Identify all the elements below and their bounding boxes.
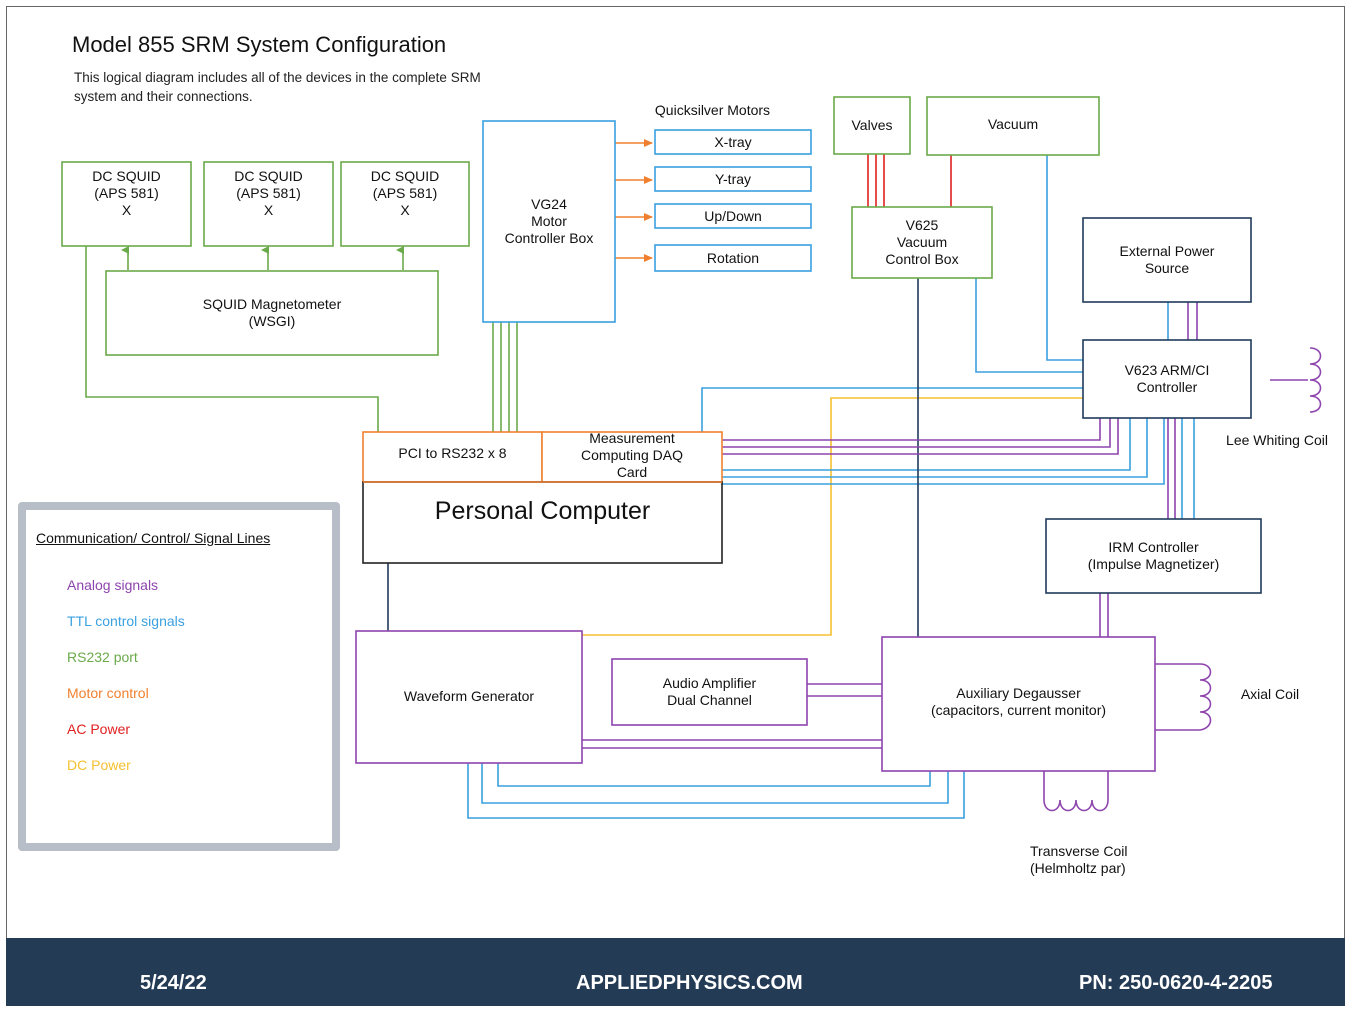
quicksilver-motors-title: Quicksilver Motors (654, 101, 771, 118)
valves-label: Valves (851, 117, 893, 133)
legend-label-5: DC Power (67, 757, 131, 773)
xtray-label: X-tray (714, 133, 752, 150)
v625-box (851, 206, 993, 279)
page-subtitle: This logical diagram includes all of the… (74, 70, 481, 104)
legend-label-3: Motor control (67, 685, 149, 701)
legend-box (18, 502, 340, 851)
footer-date: 5/24/22 (140, 972, 207, 994)
irm-label: IRM Controller (Impulse Magnetizer) (1087, 539, 1220, 572)
legend-label-0: Analog signals (67, 577, 159, 593)
squid-box-3 (340, 161, 470, 247)
pci-box (362, 431, 543, 483)
squid-magnetometer-box (105, 270, 439, 356)
footer-bar: 5/24/22 APPLIEDPHYSICS.COM PN: 250-0620-… (6, 938, 1345, 1006)
squid-box-1 (61, 161, 192, 247)
v623-box (1082, 339, 1252, 419)
squid-box-2 (203, 161, 334, 247)
legend-label-2: RS232 port (67, 649, 138, 665)
rs232-lines (85, 246, 518, 432)
footer-part-number: PN: 250-0620-4-2205 (1079, 972, 1273, 994)
vacuum-label: Vacuum (987, 116, 1039, 132)
v623-label: V623 ARM/CI Controller (1124, 362, 1210, 395)
squid-3-label: DC SQUID (APS 581) X (370, 167, 440, 218)
vg24-box (482, 120, 616, 323)
daq-label: Measurement Computing DAQ Card (581, 429, 683, 480)
waveform-label: Waveform Generator (403, 687, 535, 704)
waveform-box (355, 630, 583, 764)
aux-degausser-label: Auxiliary Degausser (capacitors, current… (930, 685, 1107, 718)
lee-whiting-coil-label: Lee Whiting Coil (1226, 431, 1328, 448)
ext-power-box (1082, 217, 1252, 303)
squid-magnetometer-label: SQUID Magnetometer (WSGI) (202, 296, 342, 329)
axial-coil-label: Axial Coil (1240, 685, 1300, 702)
dc-power-lines (582, 397, 1083, 636)
ytray-box (654, 166, 812, 192)
audio-amp-box (611, 658, 808, 726)
legend-label-4: AC Power (67, 721, 131, 737)
analog-lines (582, 302, 1322, 812)
pci-label: PCI to RS232 x 8 (398, 444, 507, 461)
page-title: Model 855 SRM System Configuration (72, 32, 447, 57)
squid-1-label: DC SQUID (APS 581) X (92, 167, 161, 218)
legend-title: Communication/ Control/ Signal Lines (36, 530, 271, 546)
xtray-box (654, 129, 812, 155)
ytray-label: Y-tray (714, 170, 752, 187)
valves-box (833, 96, 911, 155)
aux-degausser-box (881, 636, 1156, 772)
irm-box (1045, 518, 1262, 594)
updown-box (654, 203, 812, 229)
ttl-lines (467, 155, 1195, 819)
ac-power-lines (867, 154, 952, 207)
ext-power-label: External Power Source (1119, 243, 1215, 276)
pc-link-lines (387, 278, 919, 637)
vacuum-box (926, 96, 1100, 156)
motor-control-lines (615, 139, 653, 262)
transverse-coil-label: Transverse Coil (Helmholtz par) (1030, 843, 1128, 876)
vg24-label: VG24 Motor Controller Box (504, 196, 594, 246)
rotation-label: Rotation (706, 249, 760, 266)
pc-box (362, 481, 723, 564)
audio-amp-label: Audio Amplifier Dual Channel (662, 675, 757, 708)
rotation-box (654, 244, 812, 272)
personal-computer-label: Personal Computer (434, 496, 651, 525)
footer-website: APPLIEDPHYSICS.COM (576, 972, 803, 994)
updown-label: Up/Down (704, 207, 762, 224)
legend-label-1: TTL control signals (67, 613, 185, 629)
squid-2-label: DC SQUID (APS 581) X (234, 167, 303, 218)
v625-label: V625 Vacuum Control Box (885, 217, 959, 267)
